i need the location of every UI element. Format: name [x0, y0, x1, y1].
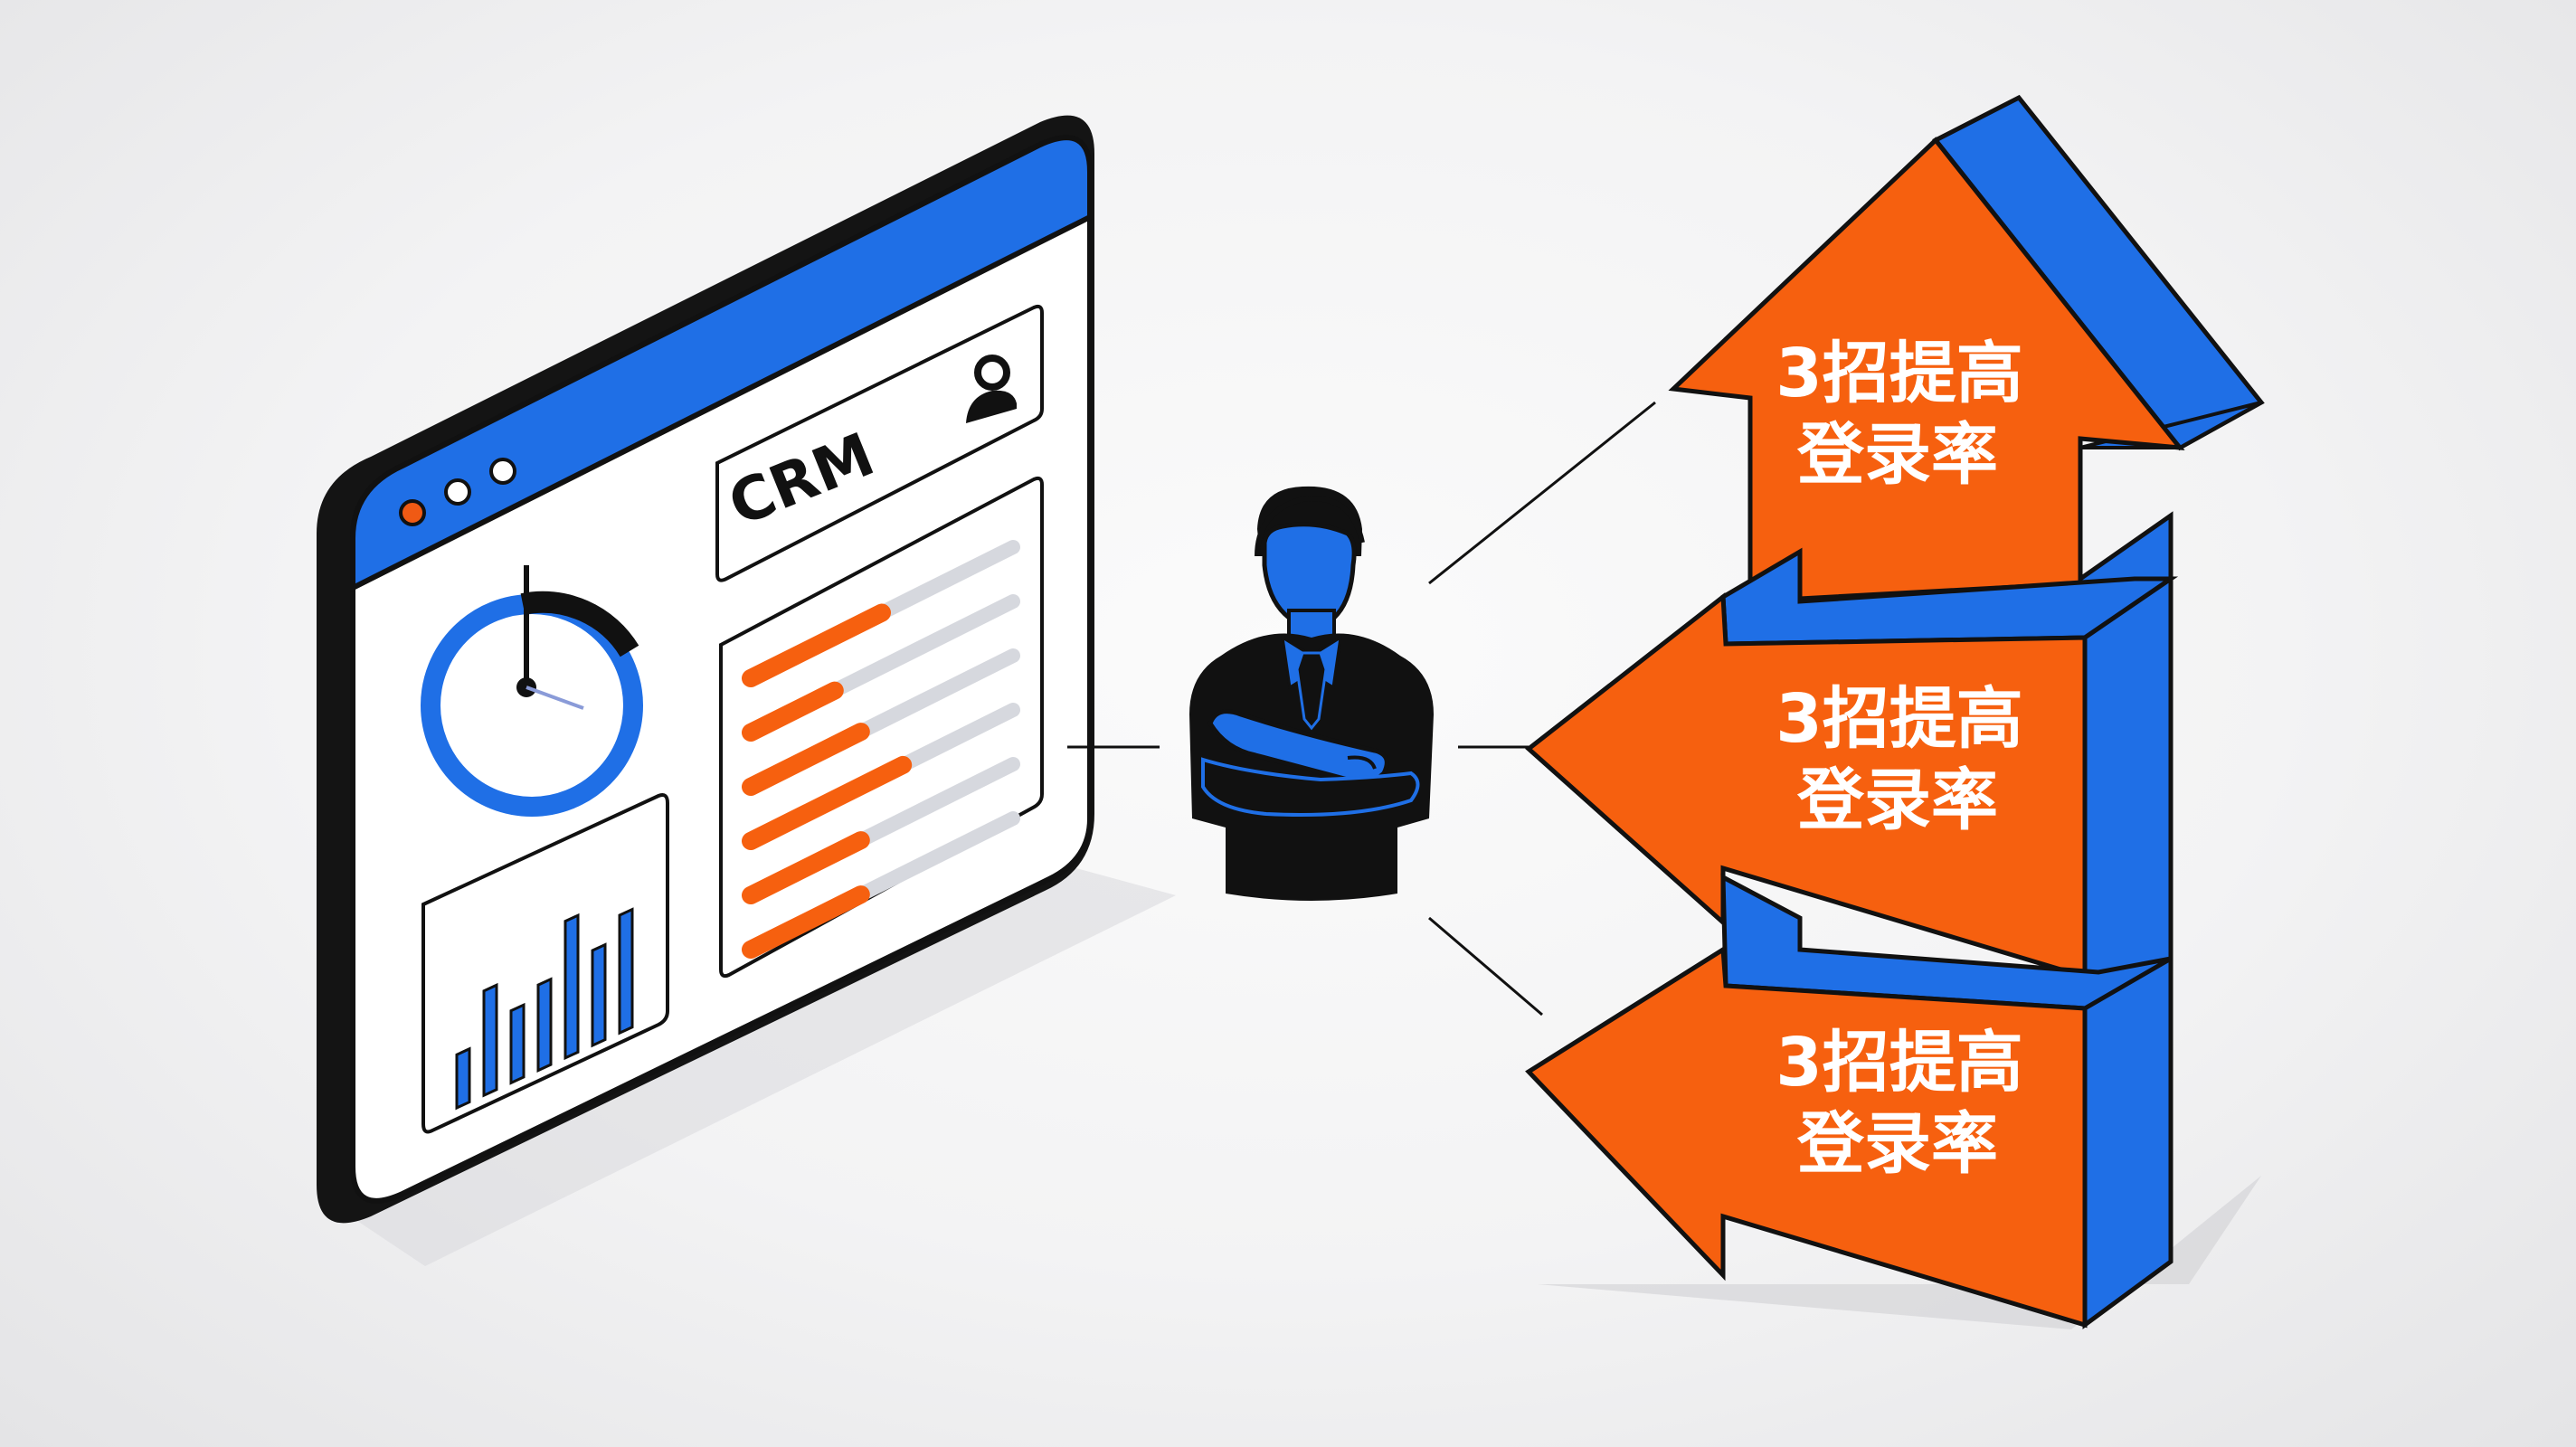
progress-fill [742, 755, 913, 850]
progress-fill [742, 885, 870, 959]
window-dot-close[interactable] [399, 499, 426, 526]
progress-fill [742, 681, 844, 742]
arrow-up-label-line2: 登录率 [1796, 416, 1998, 494]
arrow-up-1: 3招提高 登录率 [1668, 94, 2265, 604]
bar-chart-bar [509, 1002, 526, 1085]
arrow-left-2: 3招提高 登录率 [1525, 547, 2179, 980]
arrow-middle-label-line2: 登录率 [1796, 761, 1998, 839]
businessman-arms-crossed-icon [1189, 486, 1434, 901]
arrow-stack-side [2078, 511, 2174, 1329]
window-dot-maximize[interactable] [489, 458, 516, 485]
arrow-bottom-label-line2: 登录率 [1796, 1105, 1998, 1183]
bar-chart-bar [564, 913, 580, 1061]
connector-person-arrow-bottom [1428, 916, 1543, 1017]
arrow-up-label-line1: 3招提高 [1776, 335, 2023, 412]
crm-header-panel: CRM [715, 304, 1044, 582]
bar-chart-bar [482, 982, 498, 1098]
bar-chart-bar [591, 942, 607, 1048]
progress-fill [742, 723, 870, 796]
crm-window: CRM [317, 115, 1176, 1266]
arrow-middle-label-line1: 3招提高 [1776, 680, 2023, 758]
bar-chart-bar [455, 1046, 471, 1111]
person-arm-sleeve [1201, 757, 1420, 817]
person-tie [1295, 651, 1328, 731]
crm-window-titlebar [350, 135, 1093, 592]
bar-chart-bar [618, 907, 634, 1036]
arrow-bottom-label-line1: 3招提高 [1776, 1024, 2023, 1102]
window-dot-minimize[interactable] [444, 478, 471, 506]
clock-gauge-icon [421, 565, 643, 817]
connector-lines [1067, 401, 1656, 1017]
arrow-left-middle-face [1525, 592, 2088, 980]
progress-fill [742, 831, 870, 904]
bar-chart-bar [536, 977, 553, 1073]
progress-list-panel [719, 476, 1044, 979]
bar-chart-panel [421, 793, 669, 1134]
person-arm-blue [1208, 709, 1389, 786]
user-profile-icon[interactable] [966, 355, 1017, 423]
progress-fill [742, 603, 891, 687]
connector-person-arrow-top [1428, 401, 1656, 585]
arrow-left-bottom-face [1525, 945, 2088, 1329]
arrow-stack: 3招提高 登录率 3招提高 登录率 3招提高 登录率 [1525, 94, 2265, 1329]
arrow-left-3: 3招提高 登录率 [1525, 873, 2173, 1329]
